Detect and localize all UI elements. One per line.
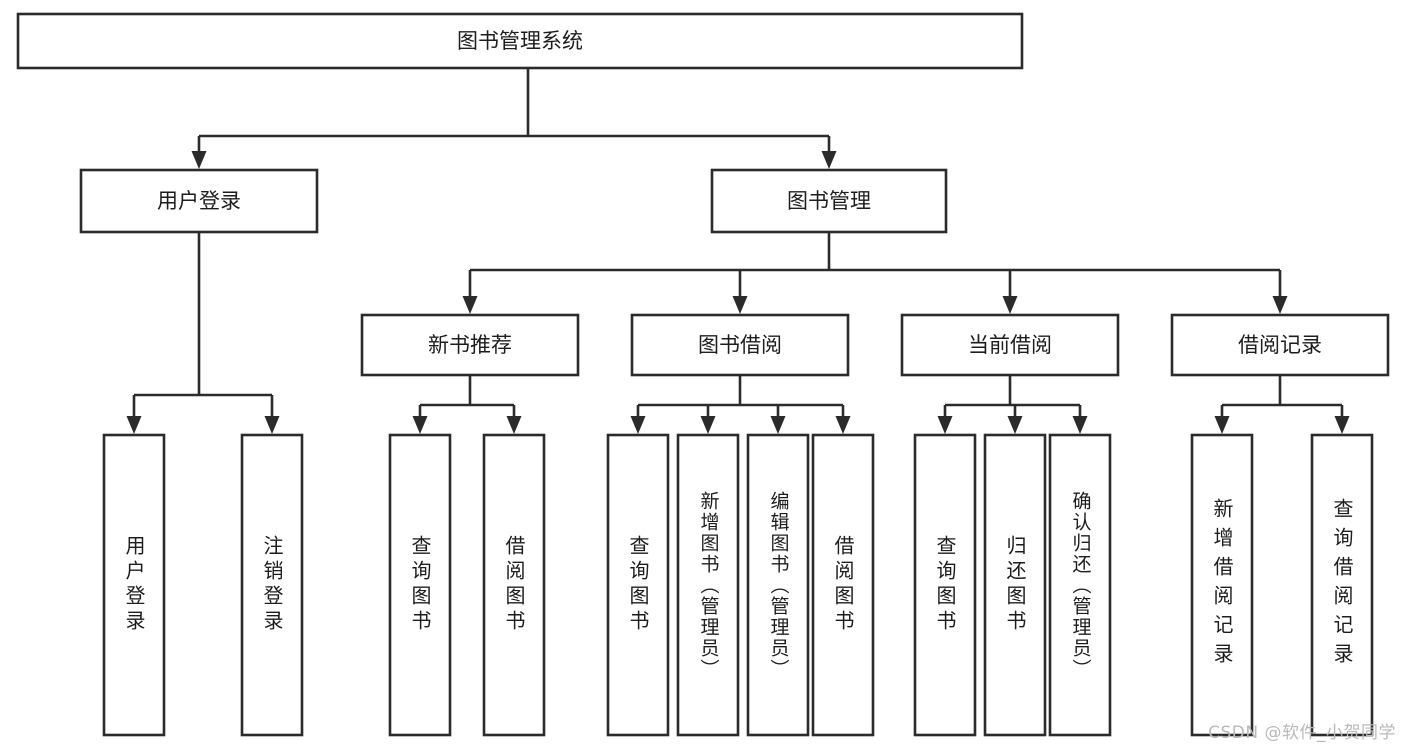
node-box-leaf-查询图书[interactable] xyxy=(388,433,452,737)
arrow-head-icon xyxy=(732,296,748,314)
node-box-l3-图书借阅[interactable] xyxy=(630,313,850,377)
arrow-head-icon xyxy=(462,296,478,314)
node-label-图书管理: 图书管理 xyxy=(787,189,871,213)
node-box-leaf-查询图书[interactable] xyxy=(606,433,670,737)
node-box-leaf-借阅图书[interactable] xyxy=(811,433,875,737)
node-label-借阅记录: 借阅记录 xyxy=(1238,333,1322,357)
arrow-head-icon xyxy=(191,151,207,169)
connector-layer xyxy=(126,68,1350,434)
node-box-root-图书管理系统[interactable] xyxy=(16,12,1024,70)
node-box-leaf-用户登录[interactable] xyxy=(102,433,166,737)
arrow-head-icon xyxy=(1072,416,1088,434)
arrow-head-icon xyxy=(126,416,142,434)
node-box-l3-借阅记录[interactable] xyxy=(1170,313,1390,377)
arrow-head-icon xyxy=(821,151,837,169)
arrow-head-icon xyxy=(835,416,851,434)
node-label-新书推荐: 新书推荐 xyxy=(428,333,512,357)
node-box-leaf-确认归还管理员[interactable] xyxy=(1048,433,1112,737)
arrow-head-icon xyxy=(506,416,522,434)
node-box-leaf-借阅图书[interactable] xyxy=(482,433,546,737)
arrow-head-icon xyxy=(937,416,953,434)
node-box-leaf-查询借阅记录[interactable] xyxy=(1310,433,1374,737)
arrow-head-icon xyxy=(1272,296,1288,314)
arrow-head-icon xyxy=(700,416,716,434)
arrow-head-icon xyxy=(1214,416,1230,434)
node-box-layer xyxy=(16,12,1390,737)
node-box-l3-当前借阅[interactable] xyxy=(900,313,1120,377)
arrow-head-icon xyxy=(1334,416,1350,434)
arrow-head-icon xyxy=(1007,416,1023,434)
node-label-当前借阅: 当前借阅 xyxy=(968,333,1052,357)
node-label-用户登录: 用户登录 xyxy=(157,189,241,213)
node-box-leaf-查询图书[interactable] xyxy=(913,433,977,737)
arrow-head-icon xyxy=(770,416,786,434)
node-box-leaf-新增图书管理员[interactable] xyxy=(676,433,740,737)
watermark-text: CSDN @软件_小贺同学 xyxy=(1208,723,1396,743)
node-label-图书管理系统: 图书管理系统 xyxy=(457,29,583,53)
node-box-leaf-归还图书[interactable] xyxy=(983,433,1047,737)
node-box-leaf-注销登录[interactable] xyxy=(240,433,304,737)
arrow-head-icon xyxy=(264,416,280,434)
node-box-leaf-编辑图书管理员[interactable] xyxy=(746,433,810,737)
arrow-head-icon xyxy=(412,416,428,434)
node-box-l2-图书管理[interactable] xyxy=(710,168,948,234)
node-box-l3-新书推荐[interactable] xyxy=(360,313,580,377)
arrow-head-icon xyxy=(630,416,646,434)
arrow-head-icon xyxy=(1002,296,1018,314)
node-box-l2-用户登录[interactable] xyxy=(79,168,319,234)
node-label-图书借阅: 图书借阅 xyxy=(698,333,782,357)
node-box-leaf-新增借阅记录[interactable] xyxy=(1190,433,1254,737)
